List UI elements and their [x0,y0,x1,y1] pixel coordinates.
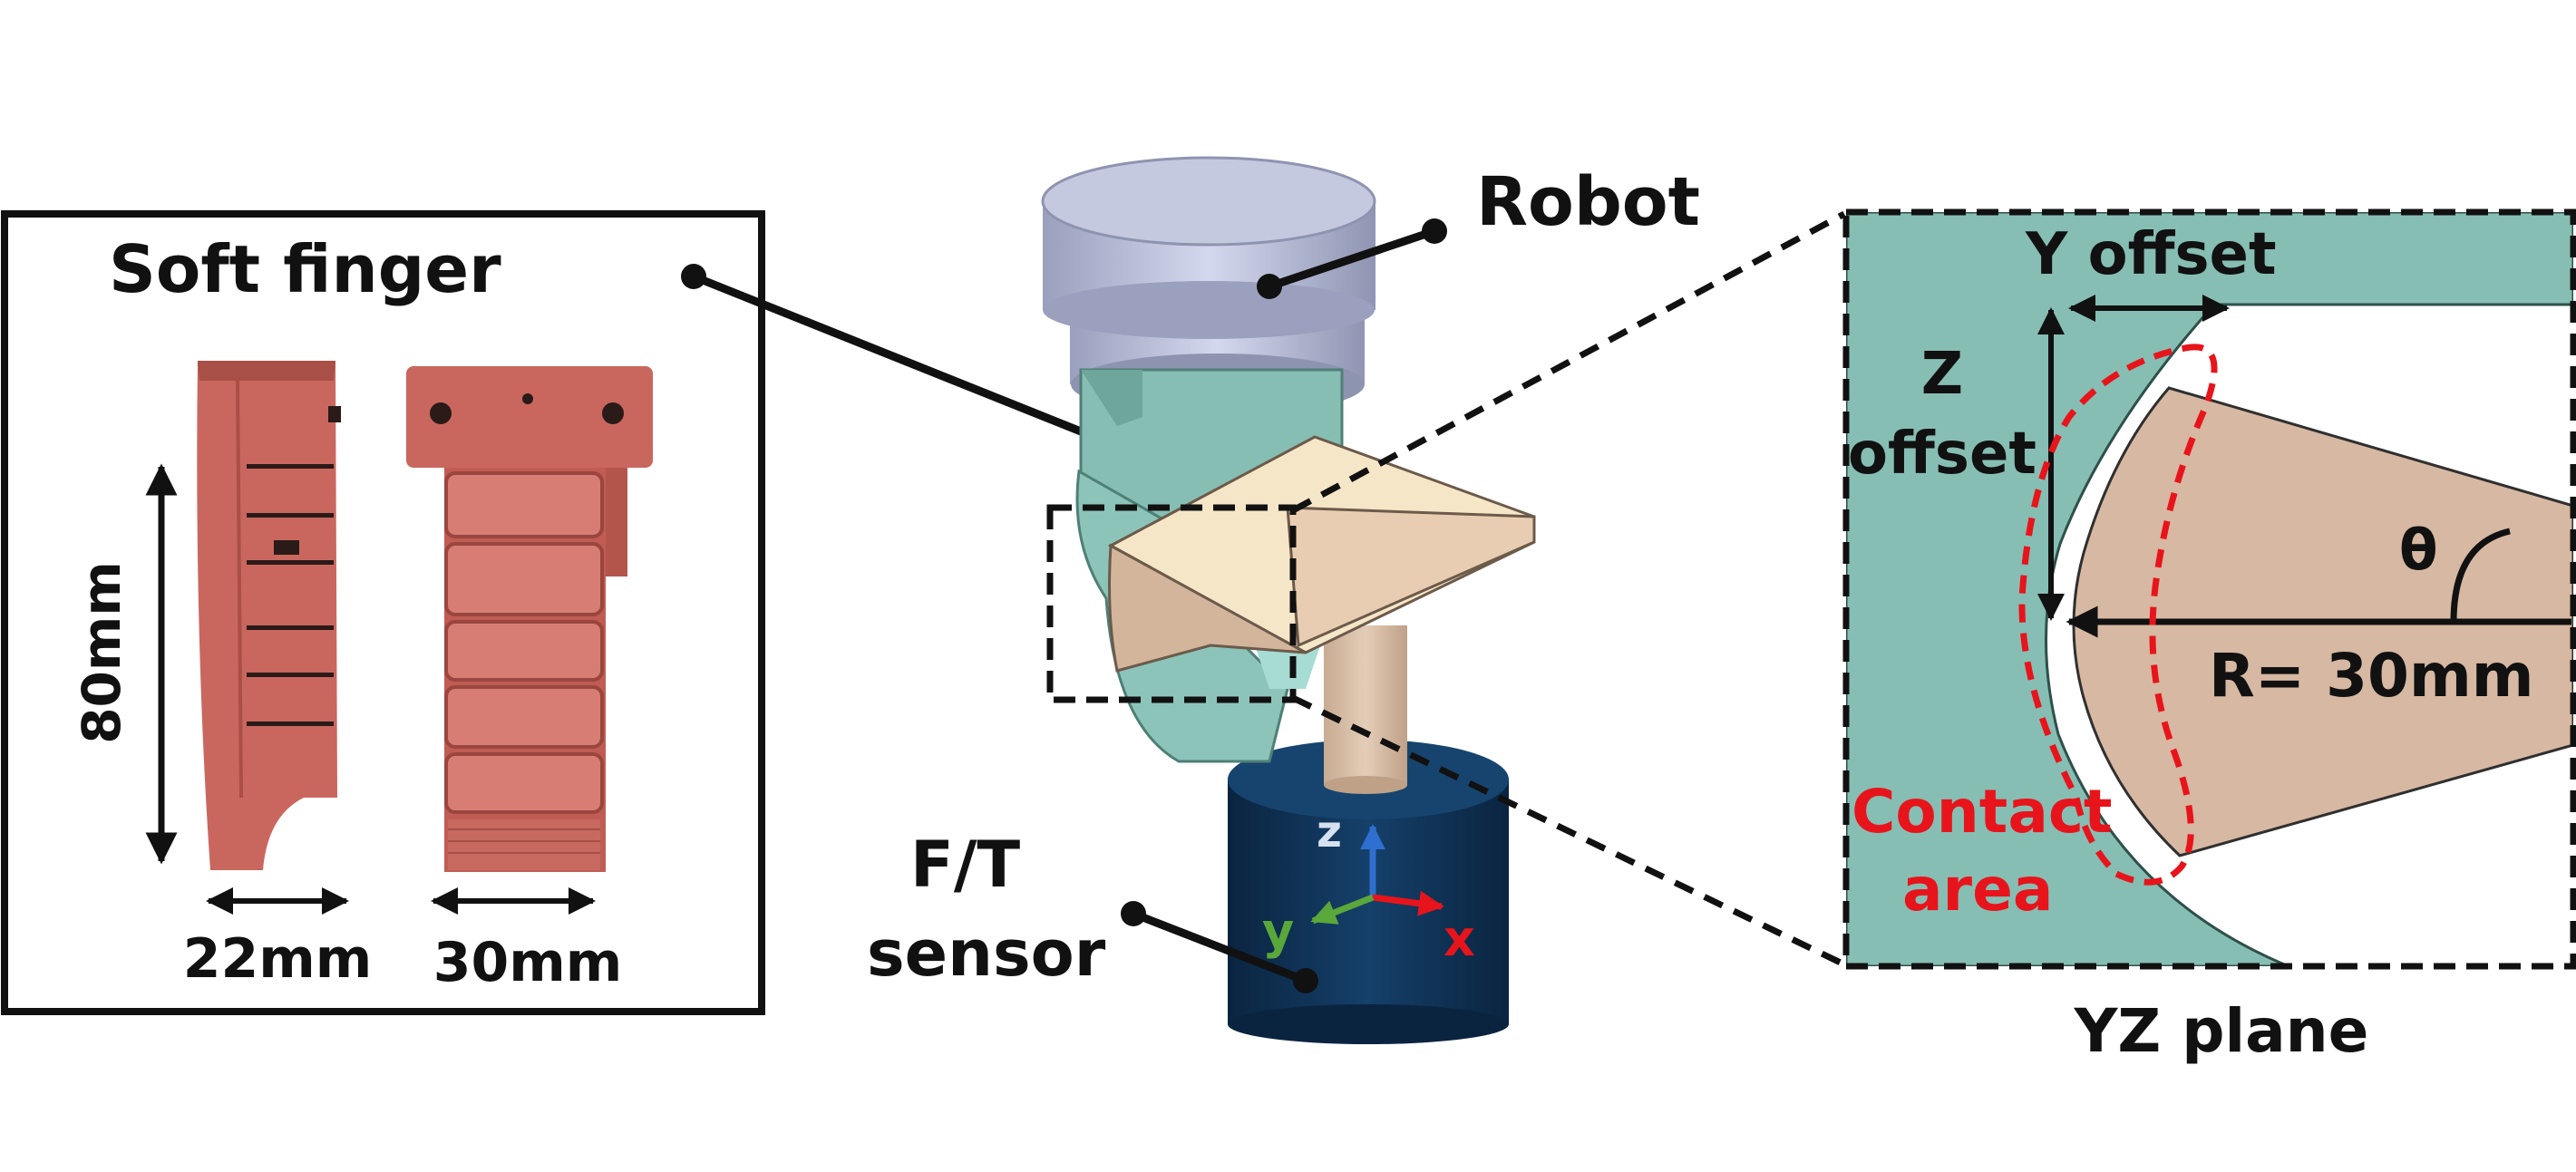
theta-label: θ [2399,517,2438,583]
radius-label: R= 30mm [2209,641,2534,711]
zoom-connector-bottom [1291,694,1846,968]
yz-plane-caption: YZ plane [2074,996,2369,1066]
robot-label: Robot [1476,163,1700,241]
finger-section [1846,212,2573,966]
theta-arc [2450,528,2511,623]
zoom-connector-top [1291,210,1846,514]
tool-object [1107,435,1536,673]
robot-assembly: z y x [1041,156,1536,1044]
axis-y-label: y [1262,903,1294,960]
sensor-leader-end [1293,968,1318,993]
zoom-region-box [1046,504,1297,703]
soft-finger-panel: Soft finger [1,210,765,1015]
contact-label-line2: area [1902,855,2053,925]
finger-front-view [406,366,653,872]
panel-frame [1,210,765,1015]
height-dimension-label: 80mm [71,561,132,744]
robot-leader-end [1257,274,1282,299]
sensor-leader-dot [1121,901,1146,926]
finger-side-view [197,361,341,870]
sensor-label-line1: F/T [910,828,1020,902]
sensor-label-line2: sensor [867,916,1106,991]
robot-leader [1268,227,1436,291]
front-width-label: 30mm [433,931,623,994]
contact-area-outline [2018,344,2218,886]
z-offset-label-line1: Z [1921,341,1963,408]
contact-label-line1: Contact [1852,777,2113,847]
side-width-label: 22mm [183,927,373,991]
soft-finger-title: Soft finger [109,231,501,307]
z-offset-label-line2: offset [1848,421,2036,488]
sensor-shaft [1324,625,1407,785]
robot-leader-dot [1422,218,1447,244]
sensor-leader [1132,909,1307,985]
coordinate-axes: z y x [1262,807,1475,967]
yz-panel-frame [1842,208,2576,970]
y-offset-label: Y offset [2025,221,2277,288]
axis-z-label: z [1317,807,1342,857]
yz-plane-panel: Y offset Z offset θ R= 30mm Contact area… [1842,208,2576,1066]
axis-x-label: x [1444,910,1475,967]
